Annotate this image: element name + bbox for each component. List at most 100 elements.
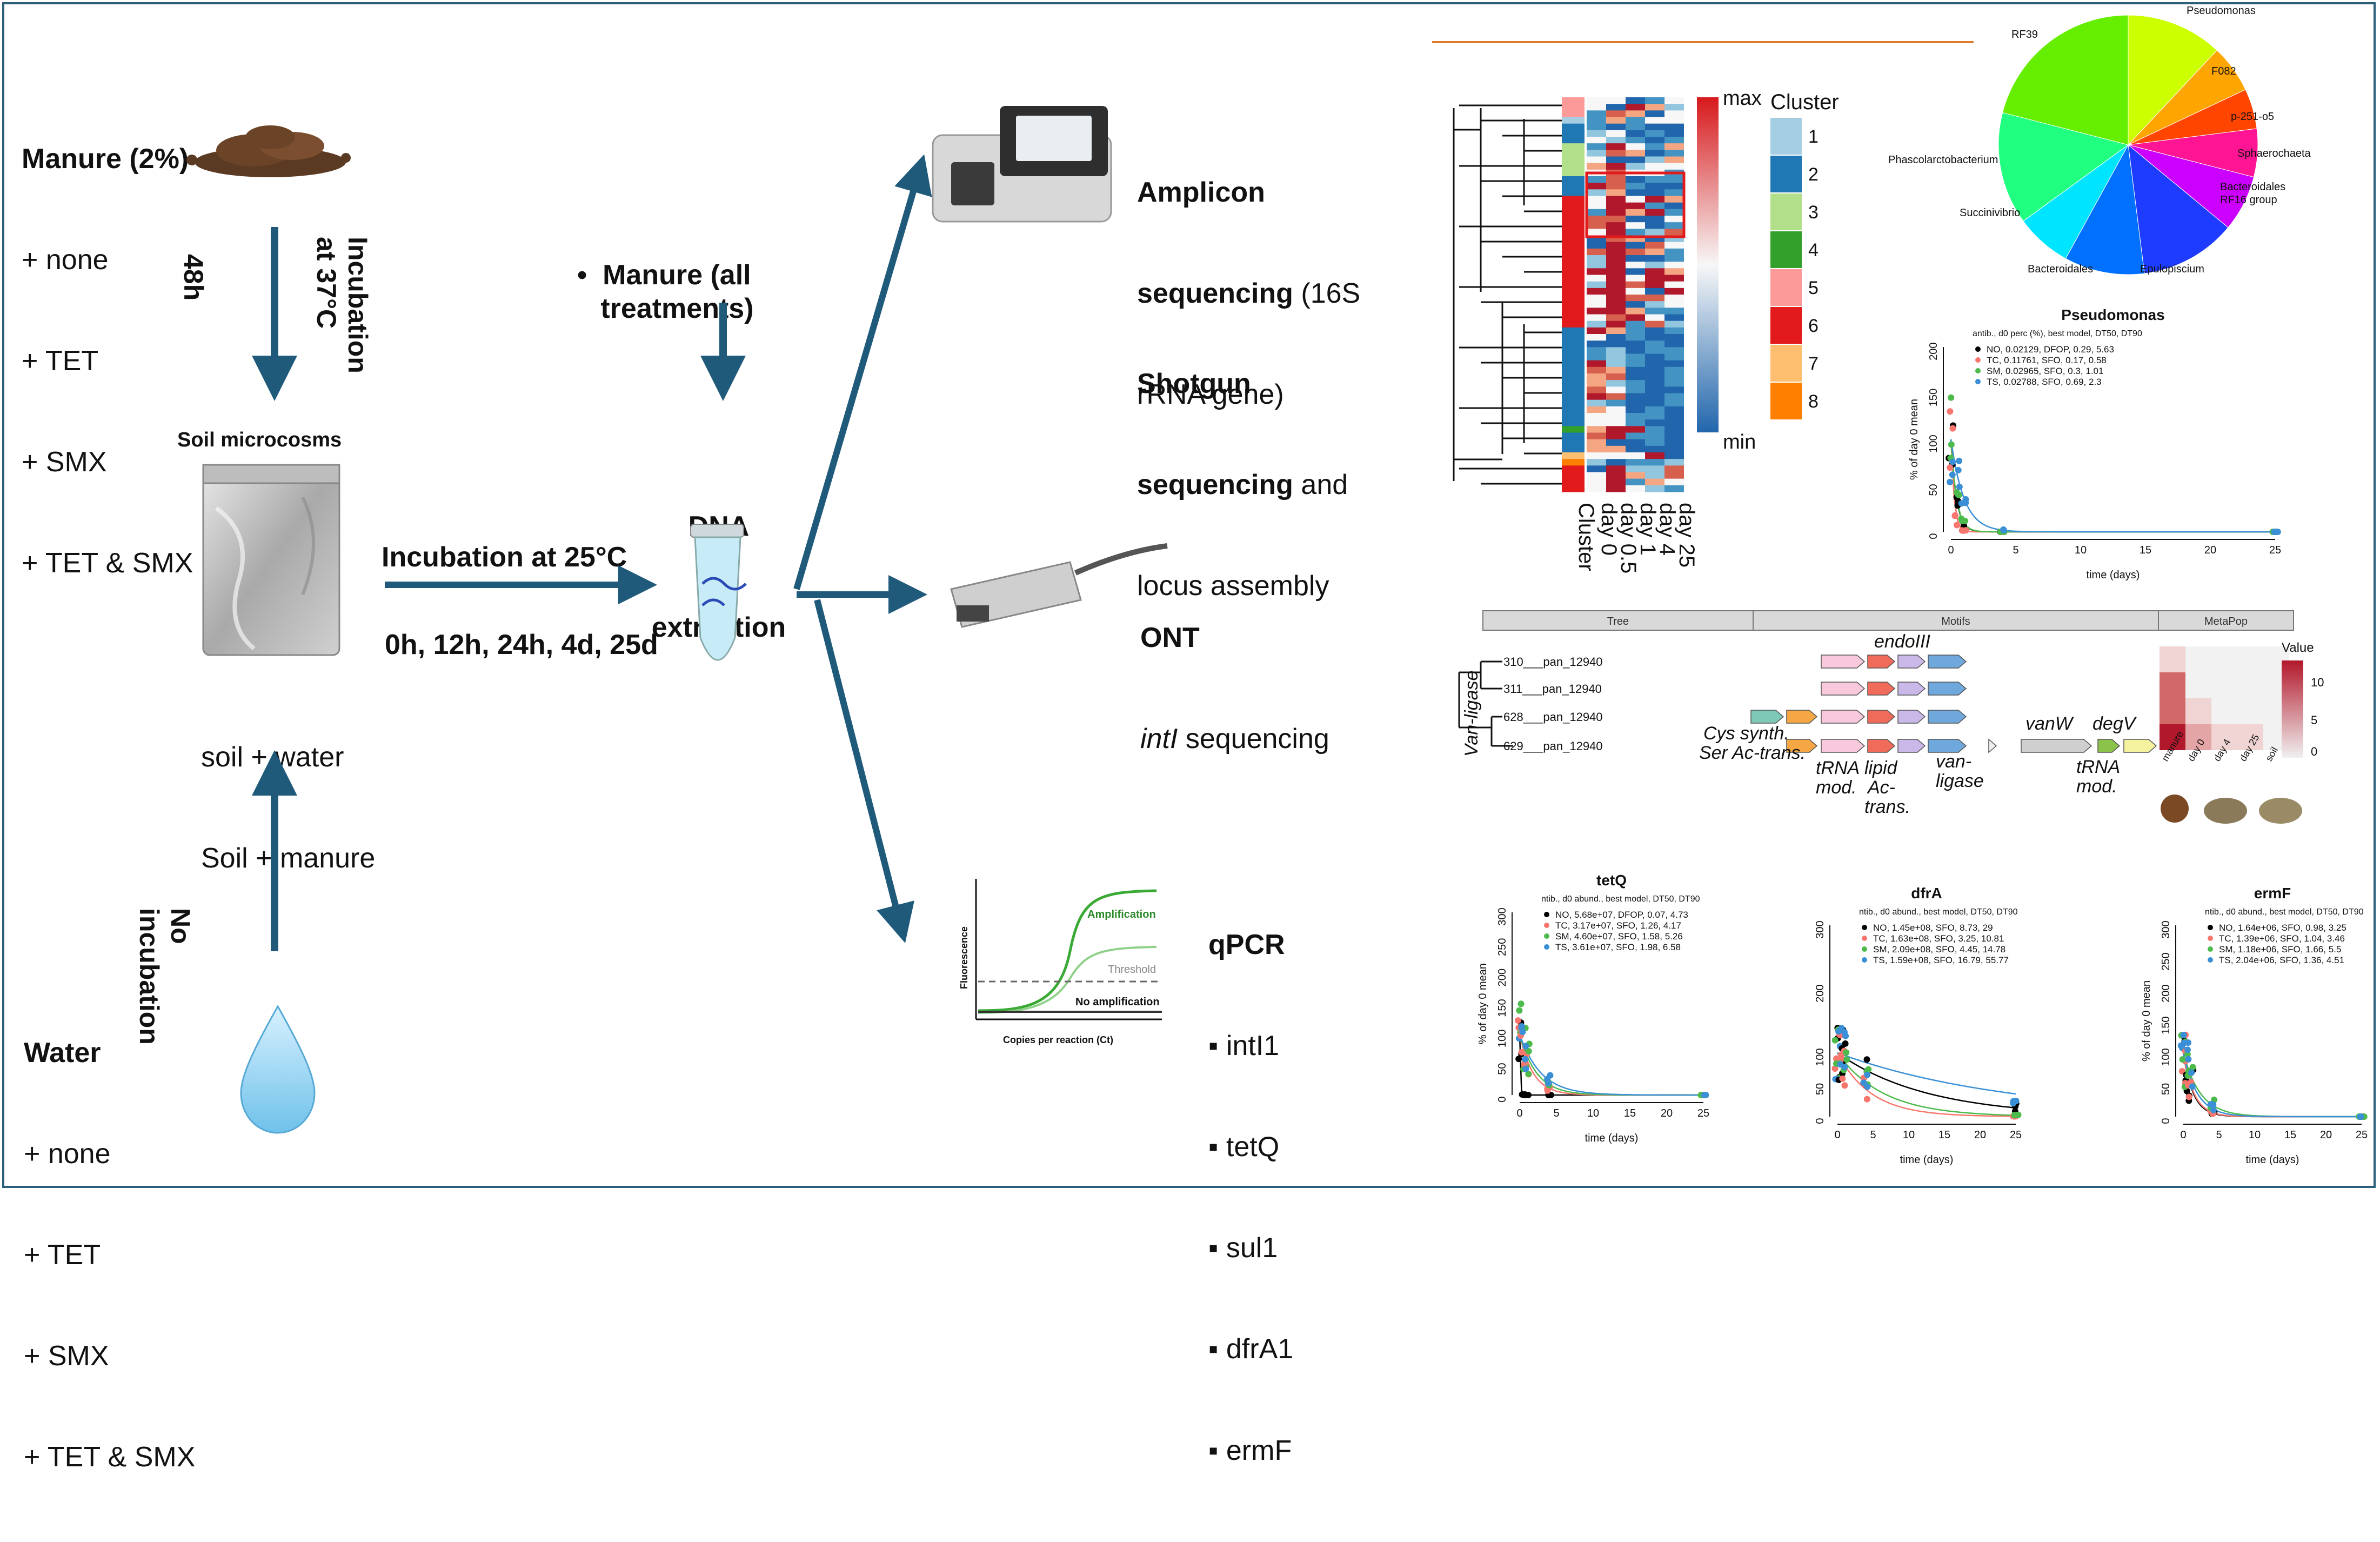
heatmap-cell (1606, 183, 1626, 190)
heatmap-cluster-cell (1562, 301, 1585, 308)
heatmap-cell (1587, 472, 1606, 479)
heatmap-cell (1606, 366, 1626, 374)
heatmap-cluster-cell (1562, 150, 1585, 157)
decay-y-tick: 150 (1496, 999, 1508, 1017)
decay-legend-marker (1975, 368, 1981, 373)
heatmap-cell (1606, 209, 1626, 216)
heatmap-cell (1626, 452, 1645, 459)
heatmap-cell (1626, 334, 1645, 341)
heatmap-cell (1664, 268, 1684, 275)
heatmap-cluster-cell (1562, 308, 1585, 315)
decay-x-tick: 0 (1948, 544, 1954, 556)
heatmap-cell (1587, 163, 1606, 170)
heatmap-cell (1664, 209, 1684, 216)
heatmap-column-label: day 4 (1655, 503, 1679, 556)
decay-y-tick: 0 (1814, 1118, 1826, 1124)
heatmap-cell (1664, 248, 1684, 256)
heatmap-cell (1645, 176, 1664, 183)
heatmap-cell (1626, 406, 1645, 413)
heatmap-cluster-cell (1562, 255, 1585, 262)
heatmap-cell (1645, 373, 1664, 381)
manure-item: + none (22, 244, 109, 276)
metapop-cell (2211, 698, 2237, 724)
heatmap-cluster-cell (1562, 353, 1585, 361)
qpcr-plot: Amplification Threshold No amplification… (959, 879, 1162, 1045)
heatmap-cell (1587, 104, 1606, 111)
heatmap-cell (1606, 255, 1626, 262)
gene-panel-header-label: Tree (1607, 616, 1629, 628)
heatmap-cell (1587, 209, 1606, 216)
water-drop-icon (240, 1004, 316, 1134)
heatmap-cell (1626, 419, 1645, 426)
heatmap-cell (1664, 366, 1684, 374)
decay-x-label: time (days) (1585, 1132, 1639, 1144)
decay-title: ermF (2254, 885, 2291, 902)
soil-thumbnail-icon (2204, 798, 2247, 824)
heatmap-cluster-cell (1562, 341, 1585, 348)
heatmap-cell (1606, 321, 1626, 328)
gene-tree-leaf: 629___pan_12940 (1503, 739, 1603, 753)
heatmap-cluster-cell (1562, 242, 1585, 249)
heatmap-cell (1645, 189, 1664, 196)
decay-legend-entry: TC, 1.63e+08, SFO, 3.25, 10.81 (1873, 933, 2004, 944)
heatmap-cell (1664, 150, 1684, 157)
heatmap-cell (1645, 308, 1664, 315)
heatmap-cell (1664, 229, 1684, 236)
decay-curve (1950, 439, 2275, 533)
decay-x-tick: 5 (2216, 1129, 2222, 1141)
gene-tree-leaf: 311___pan_12940 (1503, 682, 1602, 696)
heatmap-cell (1626, 222, 1645, 229)
decay-point (1518, 1023, 1525, 1030)
decay-point (2189, 1064, 2196, 1071)
heatmap-cell (1606, 485, 1626, 492)
heatmap-cell (1606, 176, 1626, 183)
pie-label: Phascolarctobacterium (1888, 154, 1998, 166)
heatmap-cell (1645, 353, 1664, 361)
manure-item: + TET & SMX (22, 548, 193, 579)
heatmap-cell (1606, 137, 1626, 144)
cluster-legend-swatch (1770, 193, 1802, 230)
shotgun-l2-bold: sequencing (1137, 469, 1293, 500)
heatmap-cell (1645, 386, 1664, 393)
heatmap-cell (1606, 275, 1626, 282)
decay-legend-marker (2208, 925, 2213, 930)
metapop-cell (2237, 672, 2263, 698)
decay-legend-marker (1862, 936, 1867, 941)
heatmap-cell (1587, 301, 1606, 308)
decay-x-tick: 5 (1870, 1129, 1876, 1141)
heatmap-cell (1645, 183, 1664, 190)
metapop-cell (2185, 724, 2211, 750)
decay-x-tick: 20 (1974, 1129, 1986, 1141)
heatmap-cluster-cell (1562, 169, 1585, 177)
pie-label: Pseudomonas (2187, 5, 2256, 17)
heatmap-cell (1645, 275, 1664, 282)
amplicon-l2-bold: sequencing (1137, 277, 1293, 309)
heatmap-cell (1587, 189, 1606, 196)
heatmap-cell (1664, 176, 1684, 183)
heatmap-cluster-cell (1562, 209, 1585, 216)
gene-arrow (1821, 682, 1866, 696)
heatmap-cluster-cell (1562, 248, 1585, 256)
heatmap-cell (1626, 413, 1645, 420)
shotgun-label: Shotgun sequencing and locus assembly (1137, 299, 1348, 670)
heatmap-cell (1645, 156, 1664, 164)
pie-label: Succinivibrio (1960, 207, 2020, 219)
heatmap-cell (1664, 452, 1684, 459)
heatmap-cell (1606, 419, 1626, 426)
gene-annotation: endoIII (1874, 631, 1931, 652)
decay-legend-marker (2208, 957, 2213, 963)
decay-point (2189, 1083, 2196, 1090)
metapop-legend-tick: 5 (2311, 713, 2317, 727)
decay-point (1522, 1043, 1529, 1050)
heatmap-cell (1606, 373, 1626, 381)
heatmap-cell (1645, 137, 1664, 144)
heatmap-cluster-cell (1562, 196, 1585, 203)
heatmap-cell (1645, 347, 1664, 354)
heatmap-cluster-cell (1562, 281, 1585, 289)
heatmap-cell (1664, 216, 1684, 223)
heatmap-cell (1606, 222, 1626, 229)
decay-legend-marker (1544, 944, 1549, 950)
heatmap-cell (1645, 110, 1664, 117)
